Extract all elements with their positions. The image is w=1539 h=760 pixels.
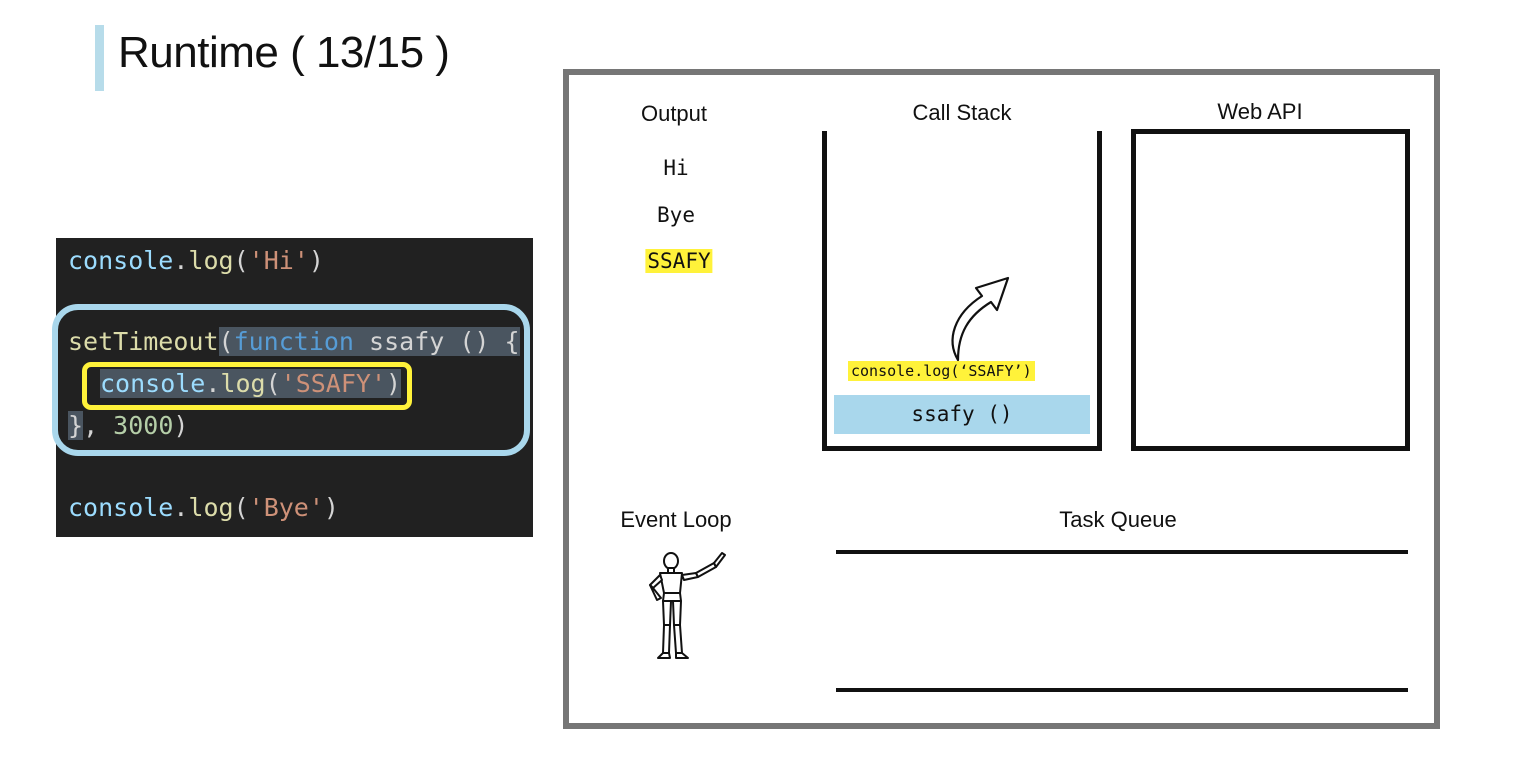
code-token: function <box>233 327 354 356</box>
code-token: console <box>68 493 174 522</box>
code-token: ) <box>323 493 339 522</box>
code-token: . <box>173 246 189 275</box>
web-api-container <box>1131 129 1410 451</box>
code-token: setTimeout <box>68 327 219 356</box>
code-token: . <box>173 493 189 522</box>
code-line-5: console.log('Bye') <box>68 493 339 522</box>
task-queue-bottom-line <box>836 688 1408 692</box>
code-token: ( <box>233 493 249 522</box>
stack-frame-ssafy: ssafy () <box>834 395 1090 434</box>
stack-frame-console-log: console.log(‘SSAFY’) <box>848 361 1035 381</box>
code-token: ssafy () { <box>354 327 520 356</box>
event-loop-label: Event Loop <box>620 507 732 532</box>
code-line-2: setTimeout(function ssafy () { <box>68 327 520 356</box>
code-token: 3000 <box>113 411 174 440</box>
code-token: ( <box>218 327 234 356</box>
output-label: Output <box>640 101 708 126</box>
code-token: 'SSAFY' <box>280 369 386 398</box>
title-accent-bar <box>95 25 104 91</box>
code-token: log <box>188 246 234 275</box>
code-token: 'Bye' <box>248 493 324 522</box>
code-token: ) <box>308 246 324 275</box>
code-line-3: console.log('SSAFY') <box>100 369 402 398</box>
web-api-label: Web API <box>1217 99 1303 124</box>
mannequin-figure-icon <box>649 552 726 659</box>
current-line-highlight-box <box>82 362 412 410</box>
code-token: log <box>220 369 266 398</box>
code-token: ) <box>386 369 402 398</box>
settimeout-highlight-box <box>52 304 530 456</box>
code-token: ( <box>233 246 249 275</box>
call-stack-container <box>822 131 1102 451</box>
call-stack-label: Call Stack <box>912 100 1012 125</box>
output-line-hi: Hi <box>663 156 689 180</box>
code-line-4: }, 3000) <box>68 411 188 440</box>
code-token: ( <box>265 369 281 398</box>
code-line-1: console.log('Hi') <box>68 246 324 275</box>
task-queue-top-line <box>836 550 1408 554</box>
code-panel: console.log('Hi') setTimeout(function ss… <box>56 238 533 537</box>
code-token: 'Hi' <box>248 246 309 275</box>
code-token: log <box>188 493 234 522</box>
code-token: console <box>100 369 206 398</box>
output-line-ssafy: SSAFY <box>645 249 713 273</box>
code-token: , <box>83 411 114 440</box>
runtime-frame <box>563 69 1440 729</box>
slide-title: Runtime ( 13/15 ) <box>118 28 450 77</box>
output-line-bye: Bye <box>657 203 695 227</box>
pop-arrow-icon <box>951 276 1010 362</box>
code-token: . <box>205 369 221 398</box>
code-token: console <box>68 246 174 275</box>
code-token: ) <box>173 411 189 440</box>
task-queue-label: Task Queue <box>1059 507 1177 532</box>
